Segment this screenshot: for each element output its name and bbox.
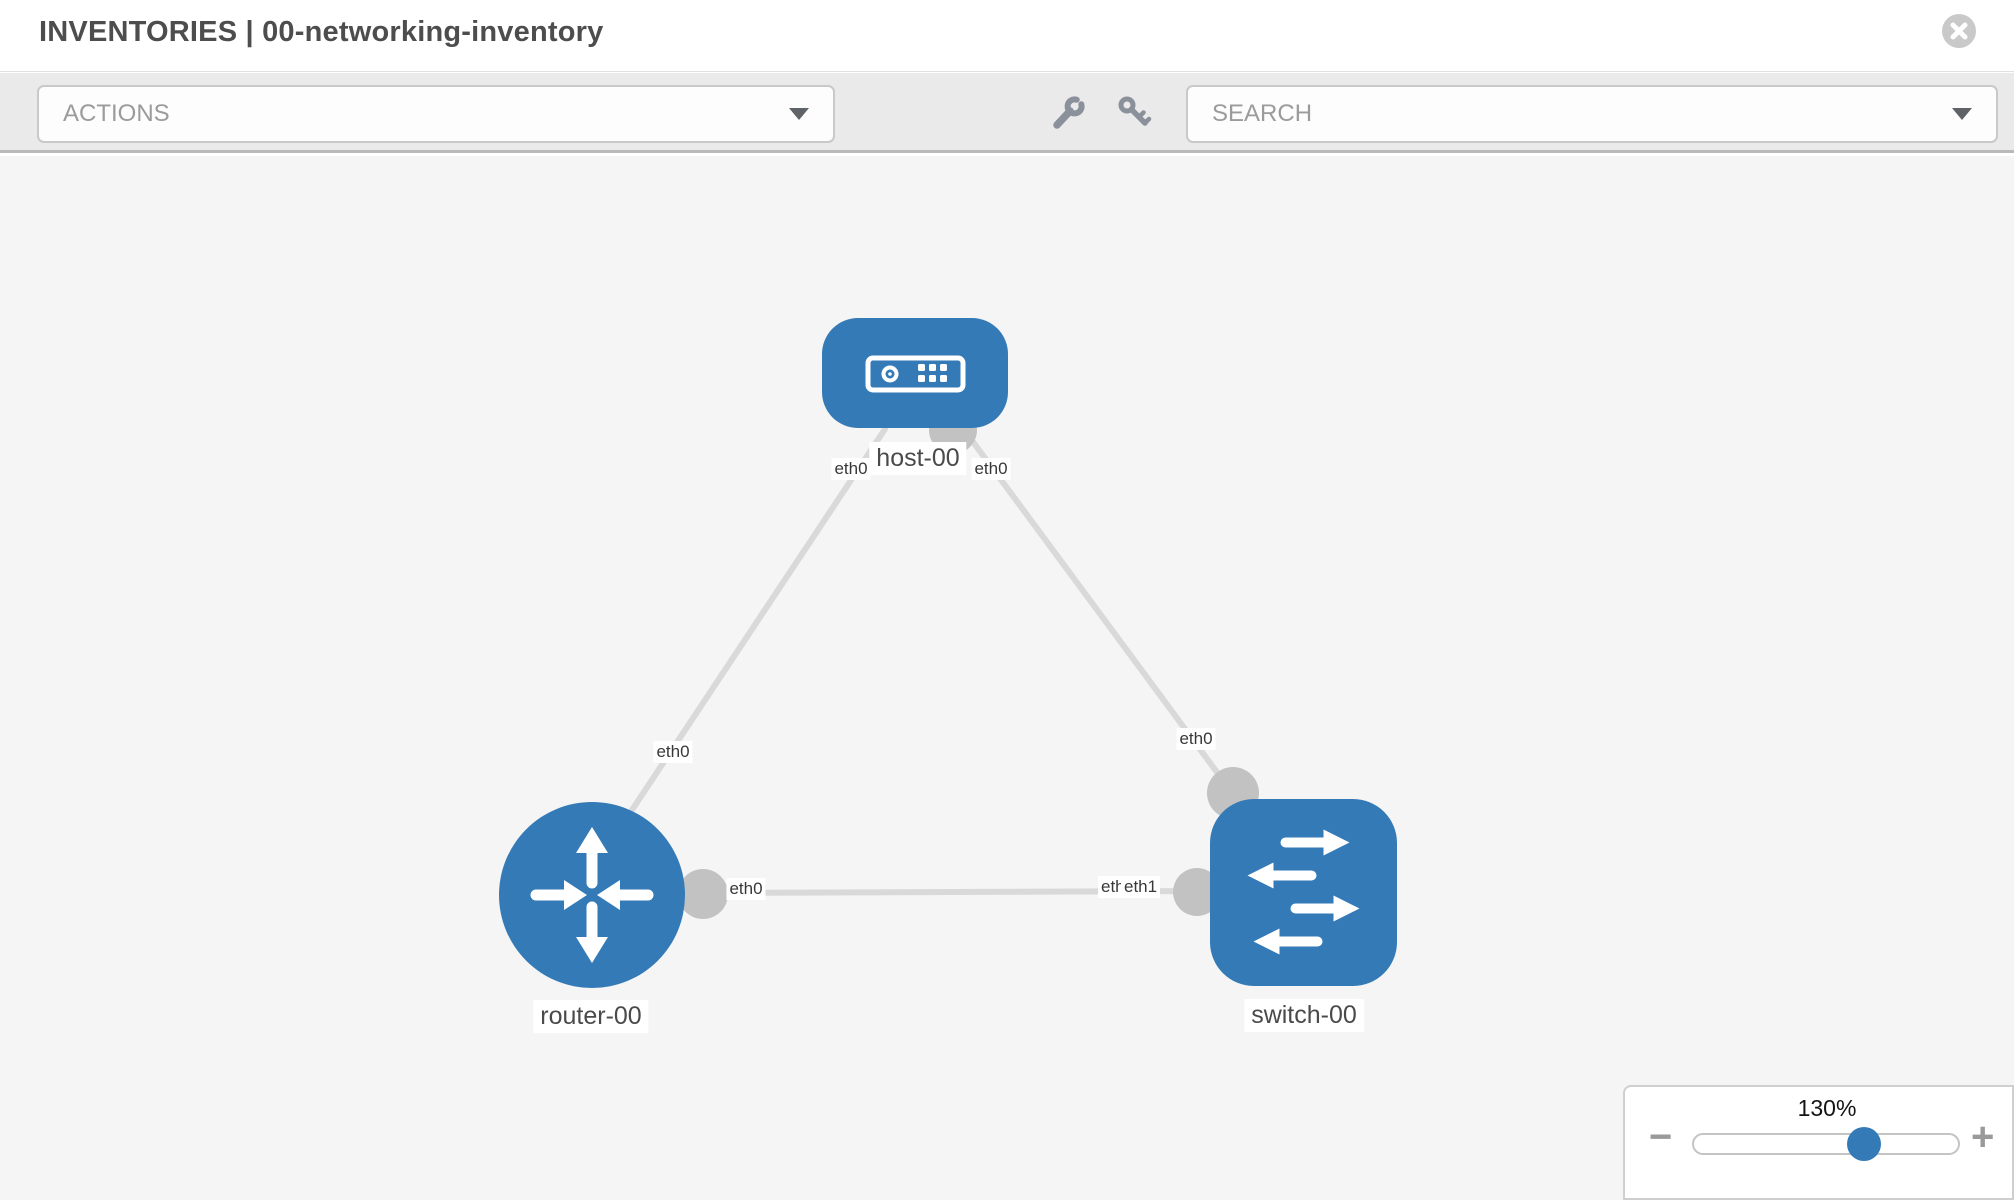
interface-label: eth0 bbox=[726, 878, 766, 900]
close-icon bbox=[1950, 22, 1968, 40]
node-label-host: host-00 bbox=[869, 442, 967, 475]
interface-label: eth0 bbox=[653, 741, 693, 763]
actions-dropdown[interactable]: ACTIONS bbox=[37, 85, 835, 143]
key-icon bbox=[1118, 96, 1152, 126]
interface-label: eth1 bbox=[1121, 876, 1161, 898]
interface-label: eth0 bbox=[1176, 728, 1216, 750]
header: INVENTORIES | 00-networking-inventory bbox=[0, 0, 2014, 72]
node-label-switch: switch-00 bbox=[1244, 999, 1364, 1032]
topology-canvas[interactable]: host-00 router-00 switch-00 eth0 eth0 et… bbox=[0, 156, 2014, 1200]
zoom-control-panel: 130% − + bbox=[1623, 1085, 2014, 1200]
search-dropdown-label: SEARCH bbox=[1212, 100, 1313, 127]
actions-dropdown-label: ACTIONS bbox=[63, 100, 170, 127]
zoom-in-button[interactable]: + bbox=[1971, 1115, 1995, 1159]
chevron-down-icon bbox=[1952, 108, 1972, 120]
interface-label: eth0 bbox=[971, 458, 1011, 480]
connector-dot bbox=[1173, 868, 1221, 916]
chevron-down-icon bbox=[789, 108, 809, 120]
node-router[interactable] bbox=[499, 802, 685, 988]
node-label-router: router-00 bbox=[533, 1000, 649, 1033]
zoom-level-label: 130% bbox=[1797, 1095, 1857, 1121]
zoom-slider[interactable] bbox=[1692, 1133, 1960, 1155]
node-switch[interactable] bbox=[1210, 799, 1397, 986]
toolbar: ACTIONS SEARCH bbox=[0, 73, 2014, 153]
configure-button[interactable] bbox=[1044, 91, 1090, 137]
router-icon bbox=[530, 827, 654, 963]
search-dropdown[interactable]: SEARCH bbox=[1186, 85, 1998, 143]
interface-label: eth0 bbox=[831, 458, 871, 480]
switch-icon bbox=[1247, 829, 1360, 955]
host-icon bbox=[865, 355, 966, 393]
credentials-button[interactable] bbox=[1112, 91, 1158, 137]
close-button[interactable] bbox=[1942, 14, 1976, 48]
page-title: INVENTORIES | 00-networking-inventory bbox=[39, 16, 604, 48]
connector-dot bbox=[678, 869, 728, 919]
zoom-slider-knob[interactable] bbox=[1847, 1127, 1881, 1161]
wrench-icon bbox=[1053, 96, 1085, 129]
zoom-out-button[interactable]: − bbox=[1649, 1115, 1673, 1159]
node-host[interactable] bbox=[822, 318, 1008, 428]
